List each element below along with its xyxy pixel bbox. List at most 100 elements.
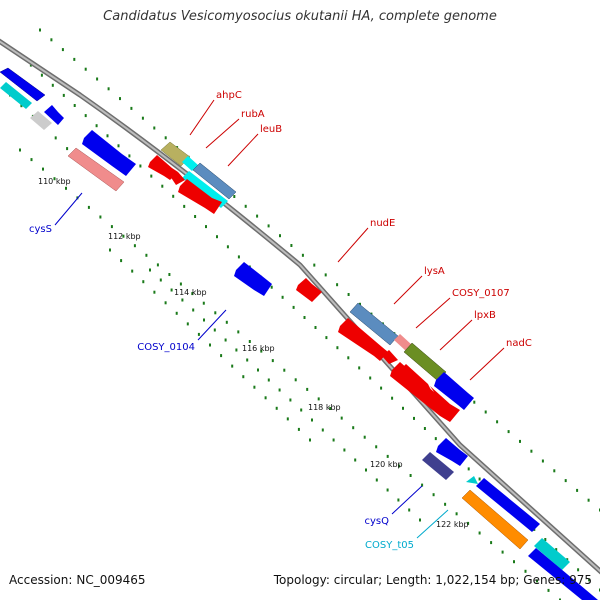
gene-feature[interactable] bbox=[0, 67, 46, 102]
tick-dot bbox=[233, 195, 236, 198]
tick-dot bbox=[161, 184, 164, 188]
gene-label-ahpc[interactable]: ahpC bbox=[216, 90, 242, 101]
tick-dot bbox=[131, 269, 134, 273]
gene-feature[interactable] bbox=[394, 334, 412, 351]
gene-feature[interactable] bbox=[182, 156, 198, 171]
gene-feature[interactable] bbox=[436, 438, 468, 466]
tick-dot bbox=[507, 430, 510, 434]
tick-dot bbox=[352, 426, 355, 430]
tick-dot bbox=[314, 326, 317, 329]
tick-dot bbox=[519, 439, 521, 443]
gene-feature[interactable] bbox=[296, 278, 322, 302]
gene-label-ruba[interactable]: rubA bbox=[241, 109, 265, 120]
gene-feature[interactable] bbox=[434, 372, 474, 410]
gene-label-nude[interactable]: nudE bbox=[370, 218, 395, 229]
gene-label-lpxb[interactable]: lpxB bbox=[474, 310, 496, 321]
tick-dot bbox=[347, 293, 350, 296]
tick-dot bbox=[40, 73, 43, 77]
gene-feature[interactable] bbox=[338, 318, 388, 361]
tick-dot bbox=[409, 474, 412, 477]
gene-feature[interactable] bbox=[30, 111, 52, 130]
gene-label-cosy-0107[interactable]: COSY_0107 bbox=[452, 288, 510, 299]
tick-dot bbox=[490, 541, 493, 545]
tick-dot bbox=[179, 282, 182, 286]
gene-label-cyss[interactable]: cysS bbox=[29, 224, 52, 235]
tick-dot bbox=[62, 93, 65, 97]
tick-dot bbox=[226, 245, 229, 249]
gene-feature[interactable] bbox=[178, 179, 222, 214]
topology-label: Topology: bbox=[273, 573, 330, 587]
tick-label: 116 kbp bbox=[242, 344, 275, 353]
tick-dot bbox=[84, 114, 87, 118]
tick-dot bbox=[130, 106, 133, 110]
accession-readout: Accession:NC_009465 bbox=[9, 573, 146, 587]
tick-dot bbox=[358, 366, 361, 370]
gene-feature[interactable] bbox=[466, 476, 478, 484]
tick-dot bbox=[297, 427, 300, 431]
tick-dot bbox=[256, 214, 259, 218]
gene-feature[interactable] bbox=[44, 105, 64, 125]
tick-dot bbox=[181, 298, 184, 302]
gene-label-cosy-0104[interactable]: COSY_0104 bbox=[137, 342, 195, 353]
gene-feature[interactable] bbox=[476, 478, 540, 532]
gene-feature[interactable] bbox=[382, 350, 398, 364]
tick-dot bbox=[194, 215, 197, 218]
gene-feature[interactable] bbox=[534, 538, 570, 570]
gene-feature[interactable] bbox=[396, 364, 432, 400]
gene-feature[interactable] bbox=[234, 262, 272, 296]
tick-dot bbox=[141, 116, 144, 120]
tick-dot bbox=[329, 407, 332, 410]
tick-dot bbox=[257, 368, 259, 372]
gene-feature[interactable] bbox=[422, 452, 454, 480]
tick-dot bbox=[264, 396, 267, 400]
gene-feature[interactable] bbox=[461, 489, 529, 550]
gene-label-leub[interactable]: leuB bbox=[260, 124, 282, 135]
tick-dot bbox=[246, 358, 249, 362]
gene-feature[interactable] bbox=[0, 82, 32, 109]
tick-dot bbox=[484, 410, 487, 414]
tick-dot bbox=[237, 330, 240, 334]
tick-dot bbox=[237, 255, 240, 259]
tick-dot bbox=[311, 418, 313, 422]
tick-dot bbox=[513, 560, 515, 564]
tick-dot bbox=[354, 458, 357, 462]
gene-feature[interactable] bbox=[528, 548, 598, 600]
tick-dot bbox=[467, 467, 470, 471]
gene-label-cysq[interactable]: cysQ bbox=[365, 516, 390, 527]
gene-label-lysa[interactable]: lysA bbox=[424, 266, 445, 277]
tick-dot bbox=[122, 234, 125, 238]
tick-dot bbox=[325, 336, 328, 340]
length-value: 1,022,154 bp; bbox=[435, 573, 520, 587]
tick-dot bbox=[156, 263, 159, 267]
gene-feature[interactable] bbox=[192, 162, 237, 200]
gene-feature[interactable] bbox=[160, 141, 191, 167]
tick-label: 122 kbp bbox=[436, 520, 469, 529]
tick-dot bbox=[50, 38, 53, 42]
tick-dot bbox=[278, 388, 281, 392]
tick-dot bbox=[224, 338, 227, 342]
tick-dot bbox=[281, 295, 284, 299]
gene-feature[interactable] bbox=[403, 342, 447, 382]
gene-label-nadc[interactable]: nadC bbox=[506, 338, 532, 349]
tick-dot bbox=[455, 512, 458, 516]
label-leader-lines bbox=[54, 99, 505, 539]
tick-dot bbox=[564, 479, 567, 483]
map-title: Candidatus Vesicomyosocius okutanii HA, … bbox=[103, 9, 497, 24]
tick-dot bbox=[142, 280, 145, 284]
gene-label-cosy-t05[interactable]: COSY_t05 bbox=[365, 540, 414, 551]
tick-label: 118 kbp bbox=[308, 403, 341, 412]
tick-dot bbox=[153, 290, 156, 294]
tick-dot bbox=[544, 538, 547, 541]
gene-feature[interactable] bbox=[170, 172, 185, 185]
tick-dot bbox=[283, 368, 286, 372]
gene-feature[interactable] bbox=[82, 130, 136, 176]
tick-dot bbox=[359, 302, 361, 306]
tick-dot bbox=[375, 445, 378, 449]
gene-feature[interactable] bbox=[182, 171, 228, 208]
tick-dot bbox=[73, 104, 76, 107]
gene-feature[interactable] bbox=[148, 155, 178, 180]
tick-dot bbox=[153, 126, 156, 130]
length-label: Length: bbox=[386, 573, 432, 587]
gene-feature[interactable] bbox=[67, 147, 125, 192]
tick-dot bbox=[391, 396, 394, 400]
